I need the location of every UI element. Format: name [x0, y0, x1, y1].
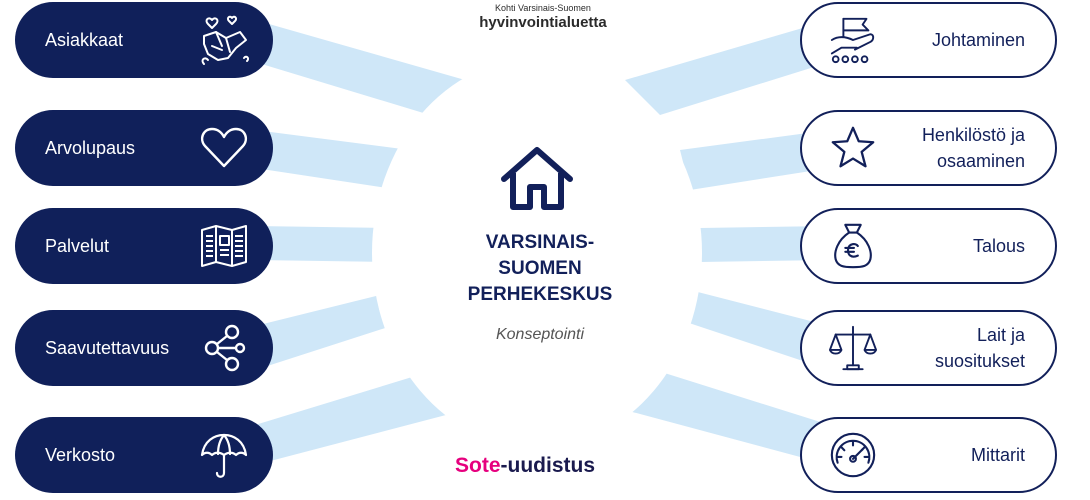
- right-item-label-line: Talous: [972, 236, 1025, 256]
- right-item-henkilosto[interactable]: Henkilöstö ja osaaminen: [800, 110, 1057, 186]
- right-item-label-line: Mittarit: [971, 445, 1025, 465]
- left-item-label: Palvelut: [45, 236, 110, 256]
- left-item-label: Asiakkaat: [45, 30, 124, 50]
- left-item-palvelut[interactable]: Palvelut: [15, 208, 273, 284]
- umbrella-icon: [200, 433, 248, 478]
- logo-bottom-part-a: Sote: [455, 454, 501, 477]
- left-item-label: Saavutettavuus: [45, 338, 170, 358]
- right-item-talous[interactable]: Talous: [800, 208, 1057, 284]
- hyvinvointialue-logo: Kohti Varsinais-Suomen hyvinvointialuett…: [458, 3, 628, 32]
- hands-together-icon: [201, 15, 250, 65]
- leadership-icon: [830, 17, 875, 64]
- center-title: VARSINAIS- SUOMEN PERHEKESKUS: [440, 230, 640, 308]
- sote-uudistus-logo: Sote-uudistus: [455, 454, 595, 478]
- heart-icon: [201, 127, 247, 168]
- right-item-label-line: suositukset: [934, 351, 1025, 371]
- center-title-line: VARSINAIS-: [485, 232, 595, 253]
- logo-top-line2: hyvinvointialuetta: [479, 14, 607, 31]
- left-item-verkosto[interactable]: Verkosto: [15, 417, 273, 493]
- center-subtitle: Konseptointi: [495, 326, 585, 343]
- star-icon: [831, 126, 875, 168]
- center-title-line: SUOMEN: [498, 258, 582, 279]
- center-title-line: PERHEKESKUS: [467, 284, 613, 305]
- right-item-mittarit[interactable]: Mittarit: [800, 417, 1057, 493]
- right-item-label-line: Johtaminen: [931, 30, 1025, 50]
- right-item-label: Johtaminen: [875, 4, 1025, 76]
- scales-icon: [828, 325, 878, 371]
- logo-bottom-part-b: -uudistus: [500, 454, 596, 477]
- left-item-label: Arvolupaus: [45, 138, 136, 158]
- right-item-label: Lait ja suositukset: [875, 312, 1025, 384]
- network-share-icon: [204, 324, 246, 372]
- center-circle: [372, 58, 702, 448]
- brochure-icon: [201, 225, 247, 267]
- left-item-arvolupaus[interactable]: Arvolupaus: [15, 110, 273, 186]
- right-item-label: Mittarit: [875, 419, 1025, 491]
- left-item-label: Verkosto: [45, 445, 116, 465]
- gauge-icon: [830, 432, 876, 478]
- left-item-asiakkaat[interactable]: Asiakkaat: [15, 2, 273, 78]
- right-item-label-line: Lait ja: [976, 325, 1025, 345]
- right-item-label-line: Henkilöstö ja: [921, 125, 1025, 145]
- left-item-saavutettavuus[interactable]: Saavutettavuus: [15, 310, 273, 386]
- right-item-johtaminen[interactable]: Johtaminen: [800, 2, 1057, 78]
- right-item-label: Talous: [875, 210, 1025, 282]
- money-bag-euro-icon: [834, 223, 872, 269]
- logo-top-line1: Kohti Varsinais-Suomen: [495, 3, 591, 13]
- right-item-lait[interactable]: Lait ja suositukset: [800, 310, 1057, 386]
- right-item-label: Henkilöstö ja osaaminen: [875, 112, 1025, 184]
- right-item-label-line: osaaminen: [936, 151, 1025, 171]
- house-icon: [501, 147, 573, 210]
